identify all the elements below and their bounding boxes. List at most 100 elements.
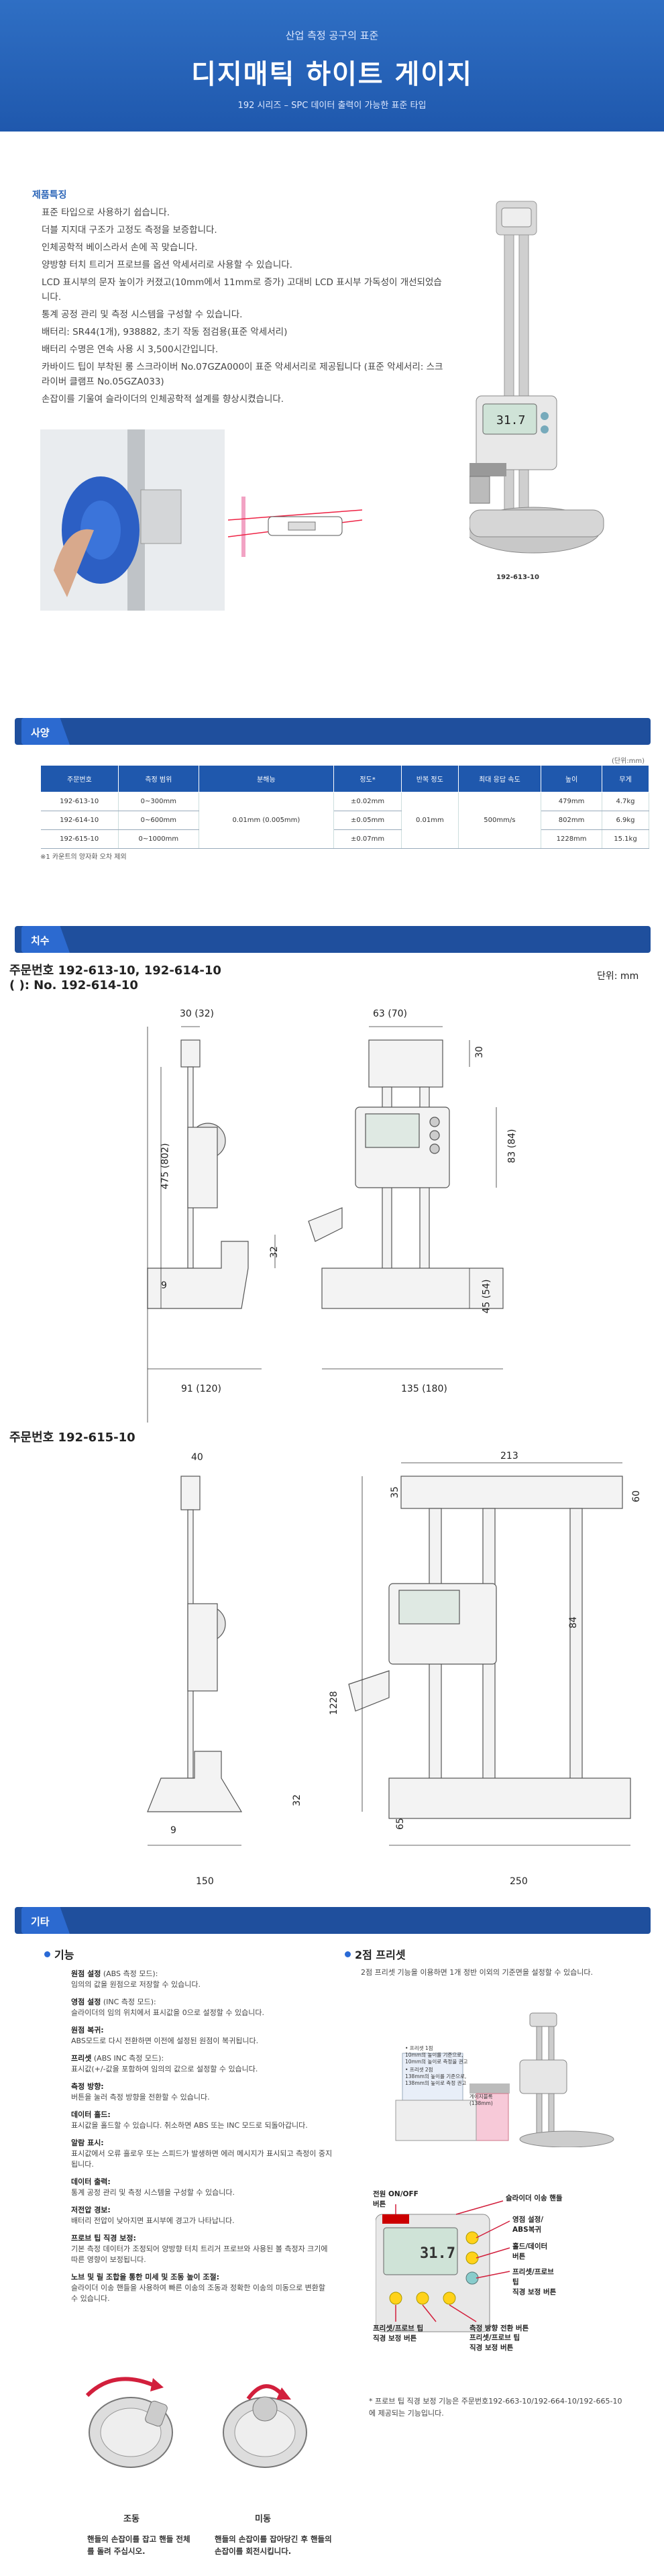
svg-text:31.7: 31.7	[496, 413, 525, 427]
dims-title-1b: ( ): No. 192-614-10	[9, 978, 138, 992]
function-item: 데이터 홀드:표시값을 홀드할 수 있습니다. 취소하면 ABS 또는 INC …	[71, 2110, 308, 2130]
display-value: 31.7	[420, 2245, 455, 2262]
feature-item: 배터리: SR44(1개), 938882, 초기 작동 점검용(표준 악세서리…	[42, 327, 288, 338]
fine-label: 미동	[255, 2514, 271, 2524]
section-title-spec: 사양	[31, 727, 50, 739]
dim-2f: 1228	[328, 1691, 339, 1715]
feature-item: 인체공학적 베이스라서 손에 꼭 맞습니다.	[42, 242, 198, 253]
function-item: 측정 방향:버튼을 눌러 측정 방향을 전환할 수 있습니다.	[71, 2082, 210, 2102]
control-panel-diagram	[376, 2200, 510, 2332]
cell-repeat: 0.01mm	[401, 792, 459, 849]
dim-1c: 30	[474, 1046, 485, 1058]
spec-note: ※1 카운트의 양자화 오차 제외	[40, 854, 127, 861]
feature-item: 통계 공정 관리 및 측정 시스템을 구성할 수 있습니다.	[42, 309, 243, 320]
cell-height: 479mm	[541, 792, 602, 811]
functions-list: 원점 설정 (ABS 측정 모드):임의의 값을 원점으로 저장할 수 있습니다…	[71, 1969, 333, 2311]
cell-height: 802mm	[541, 811, 602, 830]
function-item: 알람 표시:표시값에서 오류 흘로우 또는 스피드가 발생하면 에러 메시지가 …	[71, 2139, 333, 2169]
hero-subtitle: 산업 측정 공구의 표준	[285, 30, 379, 42]
cell-accuracy: ±0.02mm	[333, 792, 402, 811]
cell-code: 192-614-10	[40, 811, 119, 830]
spec-header: 측정 범위	[117, 765, 199, 792]
dim-2c: 35	[389, 1486, 400, 1498]
cell-range: 0~1000mm	[118, 829, 199, 849]
dim-1h: 45 (54)	[481, 1279, 492, 1314]
cell-range: 0~600mm	[118, 811, 199, 830]
preset-note-3: 게이지블록 (138mm)	[469, 2094, 493, 2106]
function-item: 프로브 팁 직경 보정:기본 측정 데이터가 조정되어 양방향 터치 트리거 프…	[71, 2234, 328, 2264]
dim-1j: 135 (180)	[401, 1384, 447, 1394]
hero-description: 192 시리즈 – SPC 데이터 출력이 가능한 표준 타입	[237, 101, 427, 111]
cell-weight: 15.1kg	[602, 829, 650, 849]
table-row: 192-615-10 0~1000mm ±0.07mm 1228mm 15.1k…	[40, 829, 650, 849]
cell-weight: 4.7kg	[602, 792, 650, 811]
cell-accuracy: ±0.07mm	[333, 829, 402, 849]
functions-heading: 기능	[44, 1946, 74, 1962]
feature-item: LCD 표시부의 문자 높이가 커졌고(10mm에서 11mm로 증가) 고대비…	[42, 277, 442, 303]
callout-preset-probe-2: 프리셋/프로브 팁 직경 보정 버튼	[469, 2334, 520, 2352]
features-heading: 제품특징	[32, 190, 67, 201]
function-item: 프리셋 (ABS INC 측정 모드):표시값(+/-값을 포함하여 임의의 값…	[71, 2054, 258, 2073]
callout-power: 전원 ON/OFF 버튼	[373, 2190, 419, 2208]
knob-illustrations	[85, 2377, 307, 2468]
function-item: 원점 복귀:ABS모드로 다시 전환하면 이전에 설정된 원점이 복귀됩니다.	[71, 2026, 259, 2045]
cell-code: 192-615-10	[40, 829, 119, 849]
function-item: 원점 설정 (ABS 측정 모드):임의의 값을 원점으로 저장할 수 있습니다…	[71, 1969, 201, 1989]
feature-item: 양방향 터치 트리거 프로브를 옵션 악세서리로 사용할 수 있습니다.	[42, 260, 292, 270]
function-item: 데이터 출력:통계 공정 관리 및 측정 시스템을 구성할 수 있습니다.	[71, 2177, 235, 2197]
cell-resolution: 0.01mm (0.005mm)	[199, 792, 335, 849]
probe-diagram	[228, 497, 362, 557]
fine-description: 핸들의 손잡이를 잡아당긴 후 핸들의 손잡이를 회전시킵니다.	[215, 2534, 332, 2556]
cell-range: 0~300mm	[118, 792, 199, 811]
height-gauge-photo: 31.7	[469, 201, 604, 554]
spec-header: 최대 응답 속도	[457, 765, 542, 792]
dim-1a: 30 (32)	[180, 1009, 215, 1019]
hand-knob-photo	[40, 429, 225, 611]
spec-unit: (단위:mm)	[612, 758, 645, 765]
hero-banner: 산업 측정 공구의 표준 디지매틱 하이트 게이지 192 시리즈 – SPC …	[0, 0, 664, 132]
cell-accuracy: ±0.05mm	[333, 811, 402, 830]
table-row: 192-614-10 0~600mm ±0.05mm 802mm 6.9kg	[40, 811, 650, 830]
spec-header: 정도*	[333, 765, 402, 792]
spec-header: 높이	[541, 765, 602, 792]
feature-item: 배터리 수명은 연속 사용 시 3,500시간입니다.	[42, 344, 219, 355]
dim-1d: 475 (802)	[160, 1143, 171, 1190]
dimension-drawing-1	[147, 1026, 504, 1423]
section-bar-dims: 치수	[15, 926, 651, 953]
dim-2j: 150	[196, 1876, 214, 1887]
dim-1i: 91 (120)	[181, 1384, 221, 1394]
cell-code: 192-613-10	[40, 792, 119, 811]
feature-item: 표준 타입으로 사용하기 쉽습니다.	[42, 207, 170, 218]
coarse-description: 핸들의 손잡이를 잡고 핸들 전체를 돌려 주십시오.	[87, 2534, 190, 2556]
cell-height: 1228mm	[541, 829, 602, 849]
section-bar-other: 기타	[15, 1907, 651, 1934]
dim-2a: 40	[191, 1452, 203, 1463]
dim-2d: 60	[630, 1490, 642, 1502]
dim-2i: 65	[394, 1818, 406, 1830]
dim-2h: 9	[170, 1825, 176, 1836]
hero-title: 디지매틱 하이트 게이지	[191, 59, 473, 90]
dim-1f: 32	[268, 1246, 280, 1258]
callout-preset-probe: 프리셋/프로브 팁 직경 보정 버튼	[512, 2268, 557, 2296]
coarse-label: 조동	[123, 2514, 140, 2524]
dim-1g: 9	[161, 1280, 167, 1291]
section-title-other: 기타	[31, 1916, 50, 1928]
model-label: 192-613-10	[496, 574, 539, 581]
dim-2g: 32	[291, 1794, 302, 1806]
section-title-dims: 치수	[31, 935, 50, 947]
function-item: 영점 설정 (INC 측정 모드):슬라이더의 임의 위치에서 표시값을 0으로…	[71, 1998, 264, 2017]
feature-item: 더블 지지대 구조가 고정도 측정을 보증합니다.	[42, 225, 217, 236]
spec-header: 분해능	[198, 765, 335, 792]
spec-header: 반복 정도	[401, 765, 459, 792]
dim-2k: 250	[510, 1876, 528, 1887]
dims-title-2: 주문번호 192-615-10	[9, 1431, 135, 1445]
function-item: 노브 및 릴 조합을 통한 미세 및 조동 높이 조절:슬라이더 이송 핸들을 …	[71, 2273, 326, 2303]
preset-note-1: • 프리셋 1점 10mm의 높이를 기준으로, 10mm의 높이로 측정을 권…	[405, 2045, 468, 2065]
spec-header: 주문번호	[40, 765, 119, 792]
dims-title-1: 주문번호 192-613-10, 192-614-10	[9, 964, 221, 978]
preset-heading: 2점 프리셋	[345, 1946, 406, 1962]
dim-2e: 84	[567, 1616, 579, 1629]
function-item: 저전압 경보:배터리 전압이 낮아지면 표시부에 경고가 나타납니다.	[71, 2206, 235, 2225]
callout-hold: 홀드/데이터 버튼	[512, 2243, 548, 2261]
spec-header-row: 주문번호 측정 범위 분해능 정도* 반복 정도 최대 응답 속도 높이 무게	[40, 765, 650, 792]
